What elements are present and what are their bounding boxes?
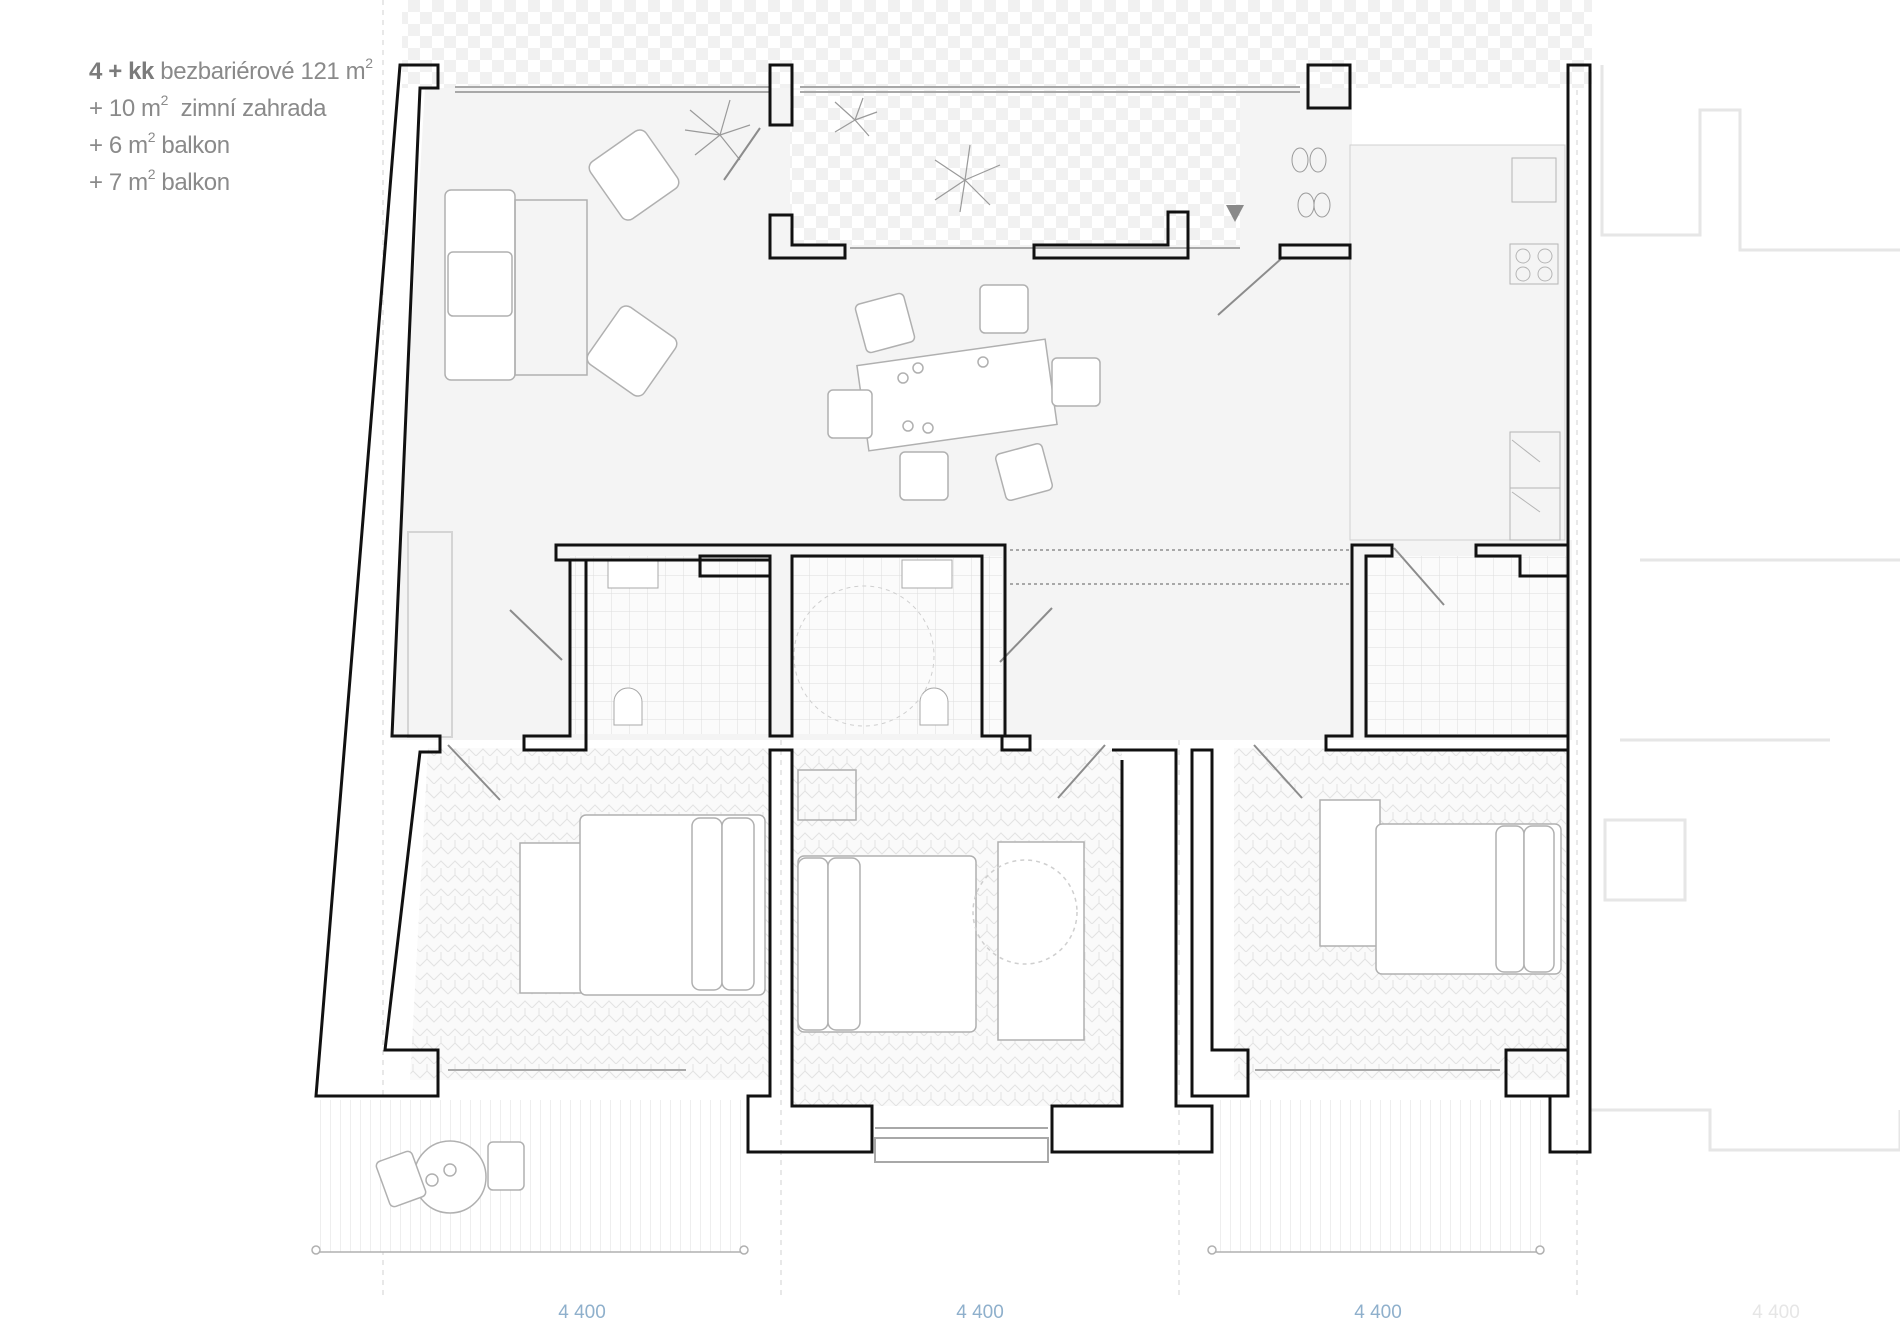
sofa [444, 189, 588, 381]
legend-layout-sup: 2 [365, 55, 373, 71]
legend-line4-post: balkon [161, 169, 230, 196]
unit-legend: 4 + kk bezbariérové 121 m2 + 10 m2 zimní… [89, 50, 373, 198]
walls [314, 63, 1592, 1154]
bed-2 [797, 769, 1085, 1041]
kitchen-sink [1511, 157, 1557, 203]
legend-line4-pre: + 7 m [89, 169, 148, 196]
balcony-2-floor [1212, 1100, 1544, 1252]
plant-icons [684, 97, 1001, 213]
legend-layout-type: 4 + kk [89, 58, 154, 85]
legend-line4-sup: 2 [147, 166, 156, 182]
dimension-label-1: 4 400 [558, 1302, 606, 1323]
legend-line3-post: balkon [161, 132, 230, 159]
entrance-arrow-icon [1226, 205, 1244, 222]
bed-3 [1319, 799, 1562, 975]
bathroom-3-floor [1366, 556, 1568, 734]
bathroom-2-floor [792, 556, 1002, 734]
door-swings [447, 127, 1445, 801]
legend-balcony-6-row: + 6 m2 balkon [89, 124, 373, 161]
dimension-label-4: 4 400 [1752, 1302, 1800, 1323]
bathroom-1-floor [570, 556, 770, 734]
dimension-label-3: 4 400 [1354, 1302, 1402, 1323]
legend-layout-desc: bezbariérové 121 m [160, 58, 366, 85]
legend-line2-pre: + 10 m [89, 95, 161, 122]
windows [407, 86, 1500, 1163]
kitchen-appliances [1509, 431, 1561, 541]
legend-winter-garden-row: + 10 m2 zimní zahrada [89, 87, 373, 124]
dimension-label-2: 4 400 [956, 1302, 1004, 1323]
armchairs [586, 129, 680, 397]
neighbour-unit-outline [1588, 65, 1900, 1152]
legend-line3-pre: + 6 m [89, 132, 148, 159]
legend-line3-sup: 2 [147, 129, 156, 145]
dining-chairs [827, 284, 1101, 502]
legend-layout-row: 4 + kk bezbariérové 121 m2 [89, 50, 373, 87]
balcony-table-set [375, 1140, 525, 1214]
kitchen-counter [1349, 144, 1566, 541]
balcony-railing [311, 1245, 1545, 1255]
bed-1 [519, 814, 766, 996]
legend-line2-sup: 2 [160, 92, 169, 108]
legend-line2-post: zimní zahrada [180, 95, 327, 122]
cooktop [1509, 243, 1559, 285]
winter-garden-exterior [402, 0, 1592, 88]
shoes-icon [1291, 147, 1331, 218]
bathroom-fixtures [607, 559, 953, 727]
legend-balcony-7-row: + 7 m2 balkon [89, 161, 373, 198]
